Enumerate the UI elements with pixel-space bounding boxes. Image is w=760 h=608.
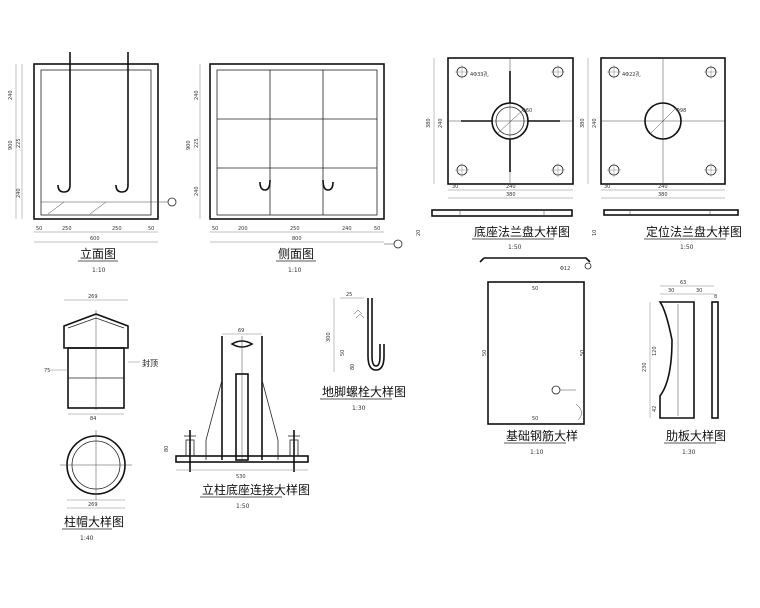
base-flange-dim-edge: 30: [452, 184, 458, 190]
side-dim-v-2: 225: [194, 138, 200, 148]
locating-flange-title: 定位法兰盘大样图: [646, 224, 742, 239]
foundation-rebar-title: 基础钢筋大样: [506, 428, 578, 443]
elevation-title: 立面图: [80, 246, 116, 261]
column-cap-dim-plan: 269: [88, 502, 98, 508]
base-flange-scale: 1:50: [508, 244, 522, 251]
elev-dim-v-2: 225: [16, 138, 22, 148]
side-dim-h-5: 50: [374, 226, 380, 232]
column-cap-scale: 1:40: [80, 535, 94, 542]
column-cap-dim-side: 75: [44, 368, 50, 374]
base-flange-dim-total: 380: [506, 192, 516, 198]
locating-flange-plate-t: 10: [592, 230, 598, 236]
side-dim-h-4: 240: [342, 226, 352, 232]
elev-dim-h-total: 600: [90, 236, 100, 242]
elevation-view: 240 225 240 900 50 250 250 50 600 立面图 1:…: [8, 52, 177, 274]
column-base-title: 立柱底座连接大样图: [202, 482, 310, 497]
foundation-rebar-scale: 1:10: [530, 449, 544, 456]
base-flange-title: 底座法兰盘大样图: [474, 224, 570, 239]
foundation-rebar-view: Φ12 50 50 50 50 基础钢筋大样 1:10: [479, 257, 592, 456]
side-dim-h-1: 50: [212, 226, 218, 232]
foundation-rebar-dim-top-inner: 50: [532, 286, 538, 292]
rib-plate-dim-top: 63: [680, 280, 686, 286]
locating-flange-dia: Φ98: [676, 108, 686, 114]
elev-dim-h-4: 50: [148, 226, 154, 232]
side-dim-v-3: 240: [194, 186, 200, 196]
elev-dim-v-total: 900: [8, 140, 14, 150]
rib-plate-dim-b: 30: [696, 288, 702, 294]
anchor-bolt-dim-len: 300: [326, 332, 332, 342]
side-scale: 1:10: [288, 267, 302, 274]
column-cap-dim-top: 269: [88, 294, 98, 300]
elev-dim-v-3: 240: [16, 188, 22, 198]
column-base-dim-height: 80: [164, 446, 170, 452]
column-base-dim-top: 69: [238, 328, 244, 334]
rib-plate-dim-h: 230: [642, 362, 648, 372]
locating-flange-view: 4Φ22孔 Φ98 380 240 30 240 380 10 定位法兰盘大样图…: [580, 57, 742, 251]
locating-flange-dim-h: 240: [658, 184, 668, 190]
side-dim-v-total: 900: [186, 140, 192, 150]
rib-plate-dim-thk: 8: [714, 294, 717, 300]
column-cap-side-label: 封顶: [142, 358, 158, 368]
anchor-bolt-scale: 1:30: [352, 405, 366, 412]
base-flange-plate-t: 20: [416, 230, 422, 236]
side-dim-h-total: 800: [292, 236, 302, 242]
elevation-scale: 1:10: [92, 267, 106, 274]
anchor-bolt-dim-top: 25: [346, 292, 352, 298]
rib-plate-title: 肋板大样图: [666, 428, 726, 443]
column-base-scale: 1:50: [236, 503, 250, 510]
side-dim-v-1: 240: [194, 90, 200, 100]
elev-dim-v-1: 240: [8, 90, 14, 100]
locating-flange-dim-v2: 240: [592, 118, 598, 128]
rib-plate-view: 63 30 30 230 120 42 8 肋板大样图 1:30: [642, 280, 726, 456]
base-flange-view: 4Φ33孔 Φ60 380 240 30 240 380 20 底座法兰盘大样图…: [416, 57, 574, 251]
column-cap-view: 269 75 封顶 84 269 柱帽大样图 1:40: [44, 294, 158, 542]
side-view: 240 225 240 900 50 200 250 240 50 800 侧面…: [186, 63, 403, 274]
elev-dim-h-2: 250: [62, 226, 72, 232]
side-dim-h-2: 200: [238, 226, 248, 232]
anchor-bolt-dim-hook: 80: [350, 364, 356, 370]
rib-plate-dim-bot: 42: [652, 406, 658, 412]
base-flange-dim-h: 240: [506, 184, 516, 190]
locating-flange-dim-total: 380: [658, 192, 668, 198]
base-flange-dim-v2: 240: [438, 118, 444, 128]
base-flange-hole-label: 4Φ33孔: [470, 71, 488, 78]
anchor-bolt-view: 25 300 50 80 地脚螺栓大样图 1:30: [320, 292, 406, 412]
column-cap-title: 柱帽大样图: [64, 514, 124, 529]
locating-flange-dim-edge: 30: [604, 184, 610, 190]
rib-plate-scale: 1:30: [682, 449, 696, 456]
locating-flange-dim-v: 380: [580, 118, 586, 128]
rib-plate-dim-mid: 120: [652, 346, 658, 356]
elev-dim-h-3: 250: [112, 226, 122, 232]
foundation-rebar-dim-top: Φ12: [560, 266, 570, 272]
column-base-view: 69 530 80 立柱底座连接大样图 1:50: [164, 328, 310, 510]
foundation-rebar-dim-left: 50: [482, 350, 488, 356]
side-dim-h-3: 250: [290, 226, 300, 232]
foundation-rebar-dim-right: 50: [580, 350, 586, 356]
column-cap-dim-bottom: 84: [90, 416, 96, 422]
elev-dim-h-1: 50: [36, 226, 42, 232]
base-flange-dim-v: 380: [426, 118, 432, 128]
foundation-rebar-dim-bot: 50: [532, 416, 538, 422]
base-flange-dia: Φ60: [522, 108, 532, 114]
rib-plate-dim-a: 30: [668, 288, 674, 294]
locating-flange-hole-label: 4Φ22孔: [622, 71, 640, 78]
anchor-bolt-dim-thread: 50: [340, 350, 346, 356]
side-title: 侧面图: [278, 247, 314, 261]
locating-flange-scale: 1:50: [680, 244, 694, 251]
anchor-bolt-title: 地脚螺栓大样图: [322, 384, 406, 399]
column-base-dim-width: 530: [236, 474, 246, 480]
